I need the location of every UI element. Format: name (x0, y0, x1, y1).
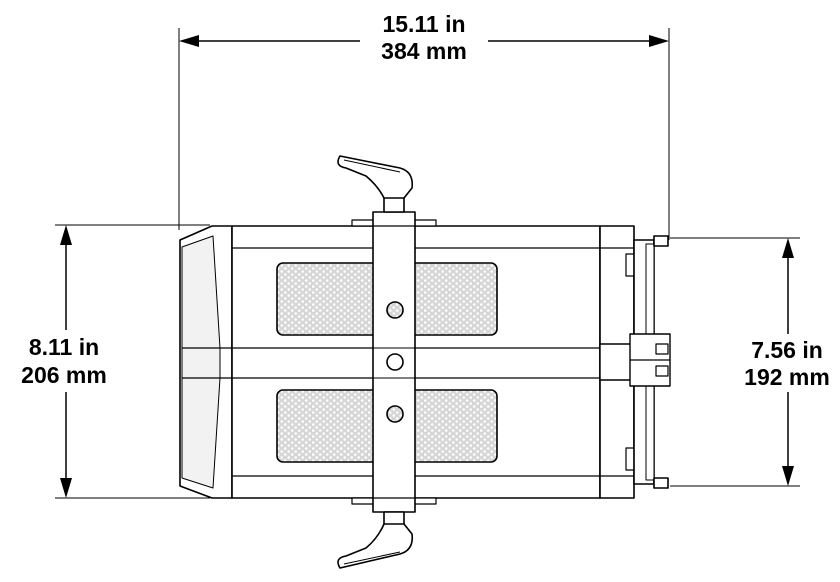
yoke-knob-top (386, 301, 404, 319)
body-height-metric-label: 192 mm (744, 364, 830, 390)
overall-height-metric-label: 206 mm (21, 362, 107, 388)
width-dimension (178, 28, 670, 240)
rear-tab-bottom (653, 477, 669, 489)
body-height-arrow-bottom (782, 466, 794, 486)
body-height-imperial-label: 7.56 in (751, 337, 823, 363)
front-bezel-face (181, 235, 221, 489)
body-height-dimension (670, 237, 800, 487)
yoke-center-hole (386, 353, 404, 371)
rear-cap-recess-bottom (625, 447, 635, 471)
bottom-handle-lever (337, 523, 414, 569)
overall-height-arrow-bottom (60, 478, 72, 498)
bottom-handle-lever-edge (343, 551, 401, 565)
top-handle-lever (337, 155, 414, 199)
overall-height-arrow-top (60, 225, 72, 245)
width-arrow-left (179, 35, 199, 47)
width-imperial-label: 15.11 in (382, 11, 465, 37)
overall-height-dimension (55, 224, 210, 499)
rear-connector-pin-top (655, 343, 669, 355)
rear-cap-recess-top (625, 253, 635, 277)
fixture-body (179, 155, 671, 569)
body-height-arrow-top (782, 238, 794, 258)
rear-connector-pin-bottom (655, 365, 669, 377)
overall-height-imperial-label: 8.11 in (29, 334, 99, 360)
width-metric-label: 384 mm (381, 38, 467, 64)
width-arrow-right (649, 35, 669, 47)
yoke-knob-bottom (386, 405, 404, 423)
top-handle-lever-edge (343, 159, 401, 173)
rear-tab-top (653, 235, 669, 247)
